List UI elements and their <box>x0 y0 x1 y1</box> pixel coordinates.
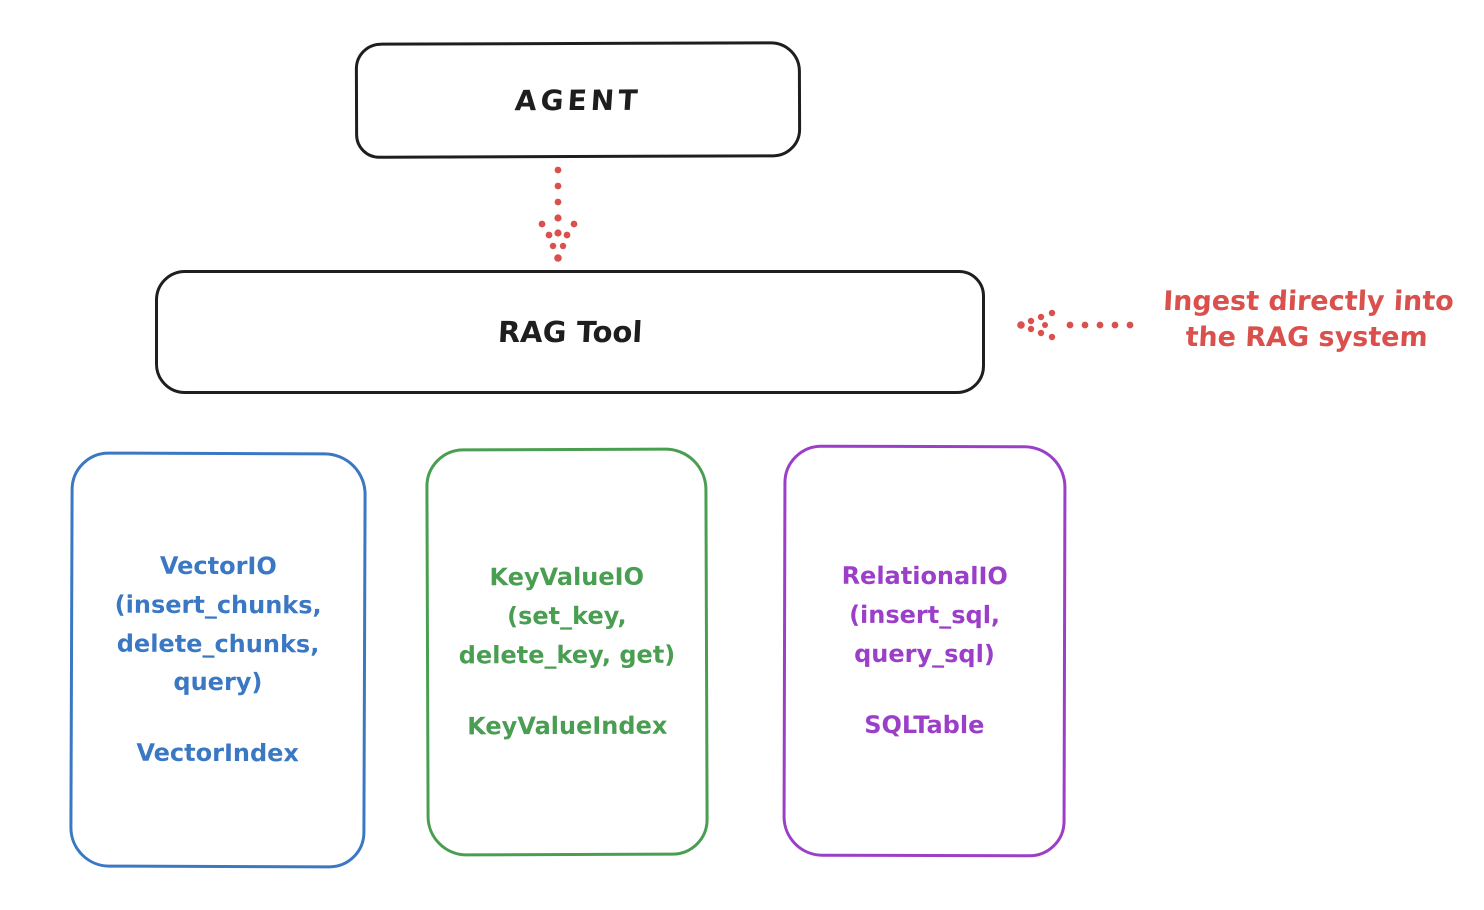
relational-io-card: RelationalIO (insert_sql, query_sql) SQL… <box>782 444 1067 858</box>
card-line: delete_key, get) <box>458 640 676 670</box>
rag-tool-box: RAG Tool <box>155 270 985 394</box>
ingest-annotation: Ingest directly into the RAG system <box>1133 284 1482 357</box>
card-line: query_sql) <box>854 639 995 669</box>
agent-label: AGENT <box>513 83 643 117</box>
card-line: RelationalIO <box>841 562 1008 591</box>
keyvalue-io-card: KeyValueIO (set_key, delete_key, get) Ke… <box>425 447 709 857</box>
agent-to-ragtool-arrow-icon <box>538 166 578 262</box>
card-line: query) <box>173 668 263 697</box>
card-line: KeyValueIO <box>489 562 645 592</box>
vector-index-label: VectorIndex <box>136 739 299 768</box>
relational-io-description: RelationalIO (insert_sql, query_sql) <box>841 557 1008 674</box>
keyvalue-index-label: KeyValueIndex <box>467 711 668 741</box>
ingest-annotation-line1: Ingest directly into <box>1162 286 1455 317</box>
vector-io-card: VectorIO (insert_chunks, delete_chunks, … <box>69 451 367 869</box>
keyvalue-io-description: KeyValueIO (set_key, delete_key, get) <box>458 558 676 675</box>
ingest-annotation-line2: the RAG system <box>1184 322 1429 354</box>
card-line: delete_chunks, <box>116 629 320 658</box>
card-line: (set_key, <box>507 601 627 631</box>
agent-box: AGENT <box>354 41 802 159</box>
card-line: (insert_sql, <box>849 600 1001 630</box>
vector-io-description: VectorIO (insert_chunks, delete_chunks, … <box>114 546 322 702</box>
card-line: (insert_chunks, <box>114 590 322 620</box>
sql-table-label: SQLTable <box>864 710 985 740</box>
rag-tool-label: RAG Tool <box>496 315 644 349</box>
ingest-arrow-icon <box>1017 309 1134 341</box>
card-line: VectorIO <box>159 551 277 581</box>
